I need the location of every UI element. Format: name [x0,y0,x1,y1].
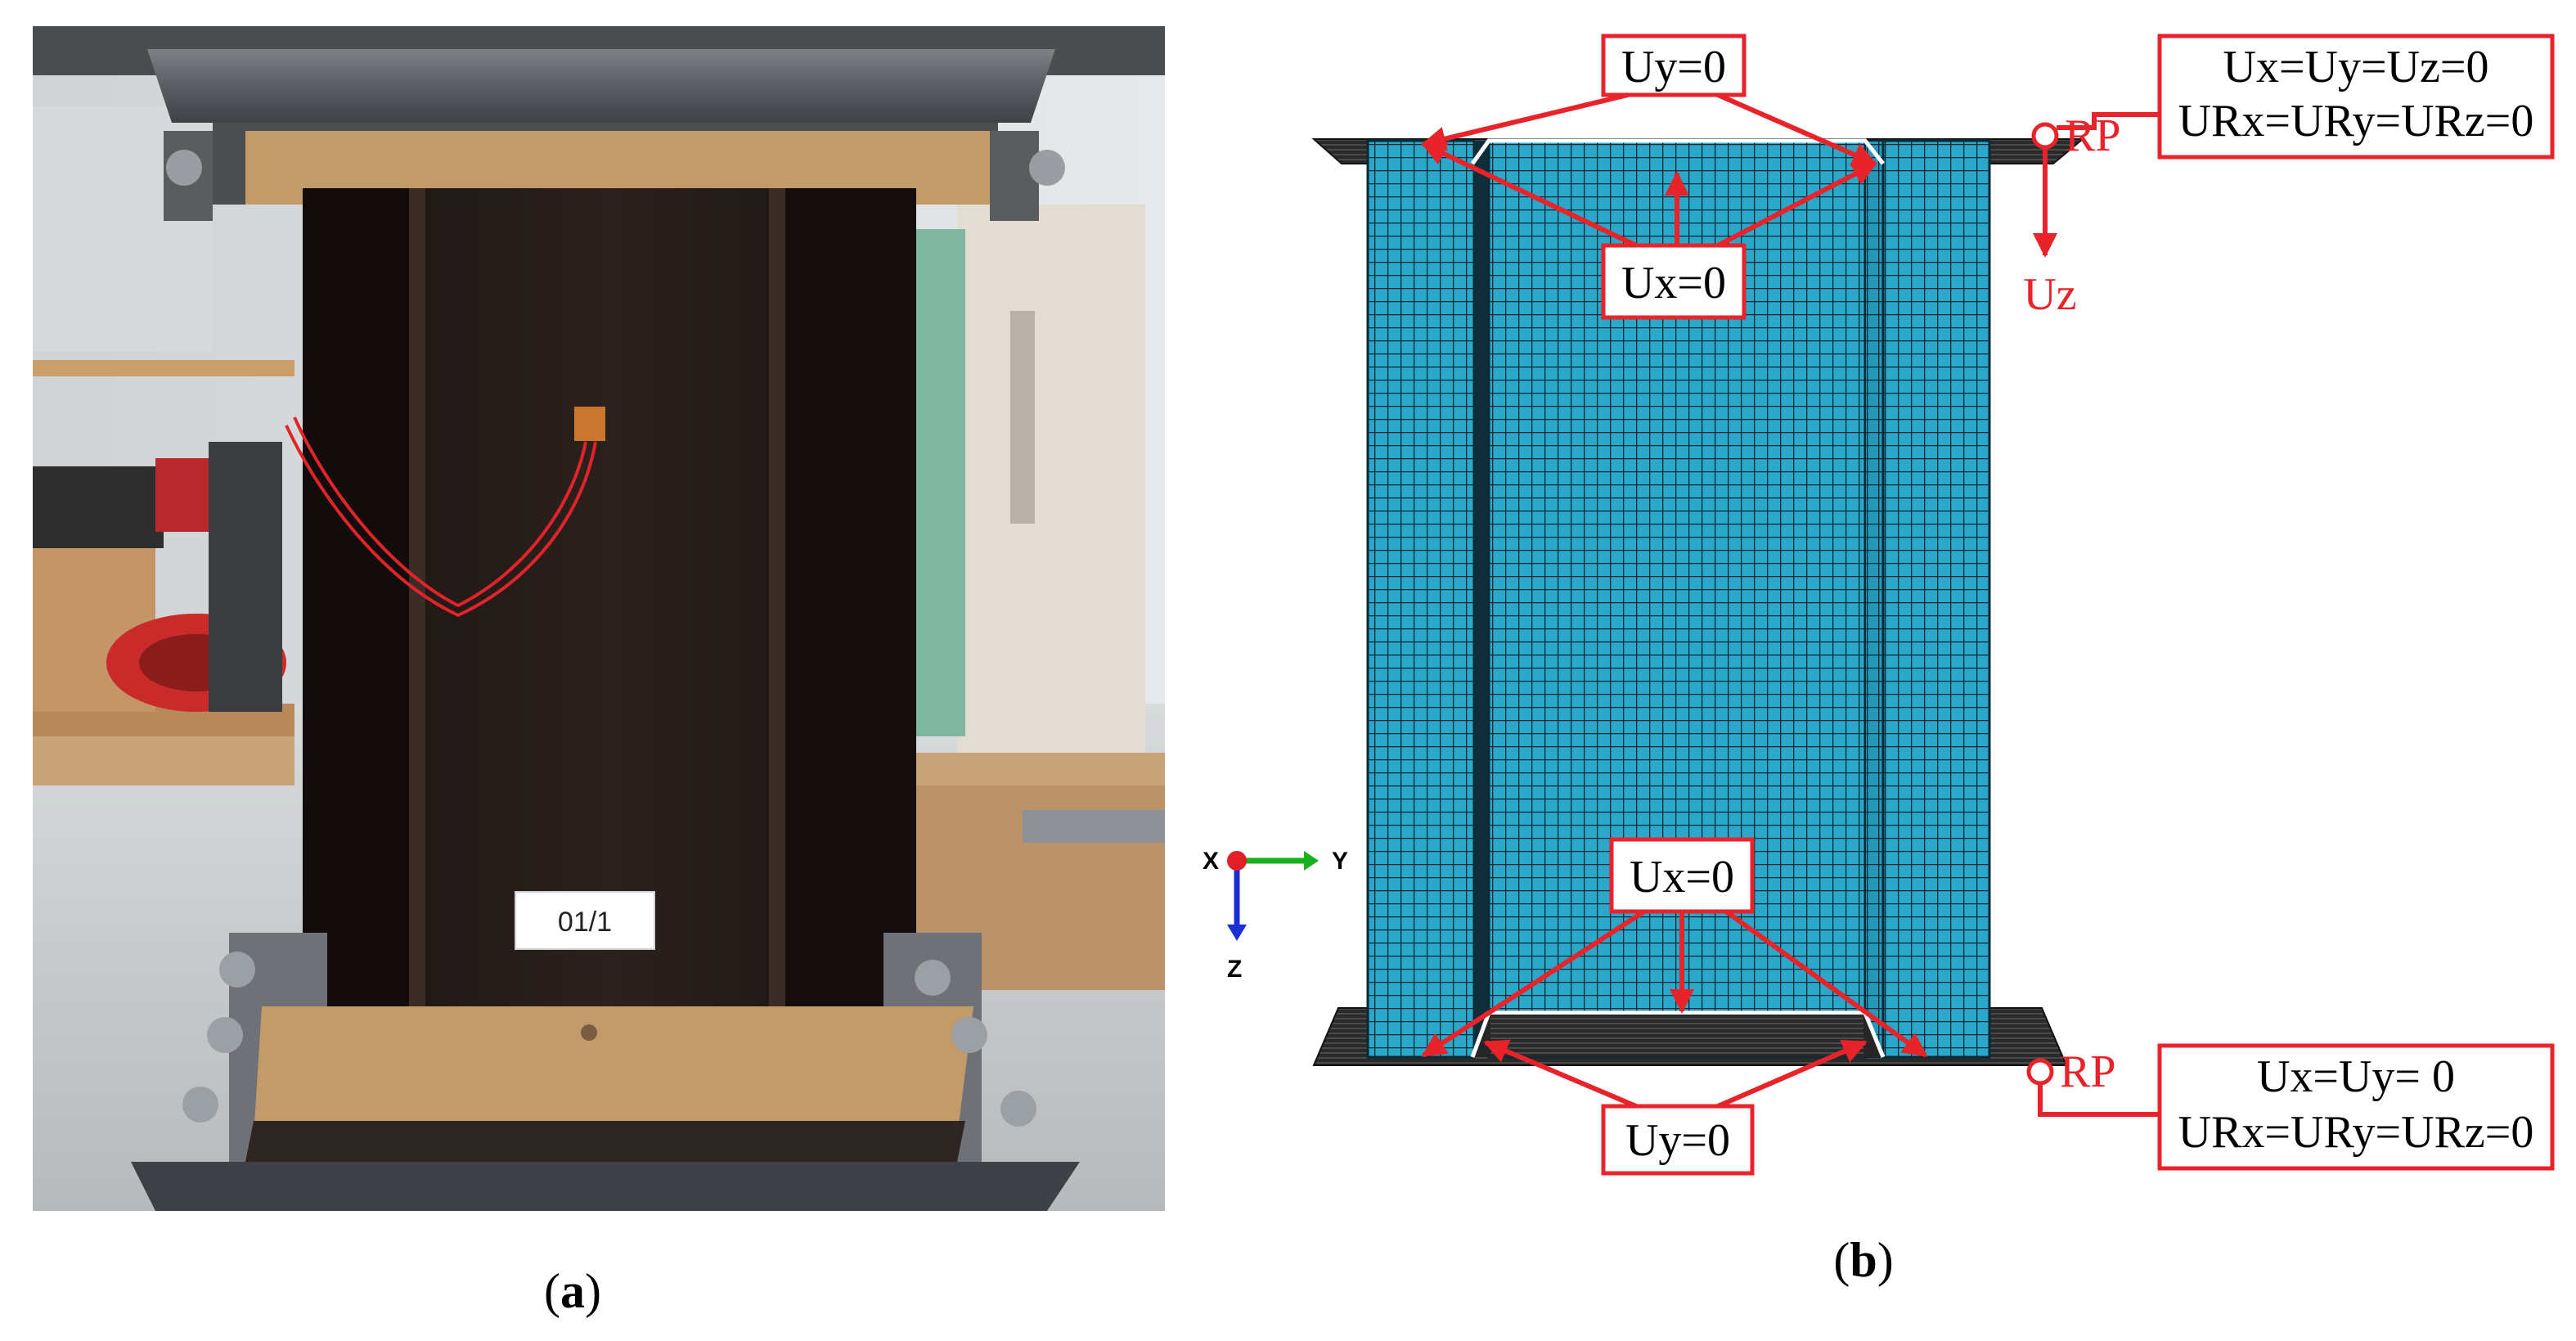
caption-b: (b) [1833,1233,1893,1287]
bottom-uy-box [1601,1104,1755,1176]
bottom-rp-box [2157,1043,2555,1171]
bottom-rp-label: RP [2060,1046,2116,1097]
bottom-uy-label: Uy=0 [1625,1115,1730,1166]
panel-a-photo: 01/1 [33,26,1165,1211]
specimen-label: 01/1 [558,907,612,938]
top-rp-box [2157,34,2555,160]
top-rp-marker [2031,122,2059,150]
caption-a: (a) [544,1264,601,1318]
top-rp-bc-line1: Ux=Uy=Uz=0 [2223,42,2489,92]
bottom-ux-box [1609,837,1755,914]
coordinate-triad: X Y Z [1203,848,1348,983]
bottom-rp-bc-line1: Ux=Uy= 0 [2257,1051,2455,1102]
press-lower-base [131,933,1080,1211]
top-uy-box [1601,34,1747,97]
triad-y-label: Y [1332,848,1348,875]
mesh-right-flange [1881,139,1991,1059]
bottom-uy-callout: Uy=0 [1483,1039,1868,1176]
specimen-channel: 01/1 [285,188,916,1088]
triad-x-label: X [1203,848,1219,875]
bottom-rp-marker [2026,1058,2054,1086]
strain-gauge [574,407,605,441]
specimen-label-card [515,891,655,950]
top-uy-label: Uy=0 [1621,42,1726,92]
top-rp-bc-line2: URx=URy=URz=0 [2178,96,2534,146]
bottom-ux-label: Ux=0 [1630,852,1734,902]
triad-x-axis [1227,851,1247,871]
top-reference-point: RP Uz Ux=Uy=Uz=0 URx=URy=URz=0 [2023,34,2555,320]
mesh-right-corner [1864,140,1884,1058]
mesh-left-flange [1366,139,1476,1059]
bottom-rp-bc-line2: URx=URy=URz=0 [2178,1107,2534,1158]
left-shelving [33,106,294,785]
load-direction-label: Uz [2023,269,2076,320]
lower-wood-plate [254,1006,973,1137]
top-uy-callout: Uy=0 [1421,34,1877,166]
top-ux-label: Ux=0 [1621,258,1726,308]
top-ux-callout: Ux=0 [1421,142,1877,320]
bottom-reference-point: RP Ux=Uy= 0 URx=URy=URz=0 [2026,1043,2555,1171]
panel-b-fe-model: Uy=0 Ux=0 RP Uz Ux=Uy=Uz=0 URx=URy=URz=0… [1203,34,2555,1176]
right-background [892,205,1165,990]
triad-z-label: Z [1227,956,1242,983]
mesh-left-edge [1474,141,1489,1057]
gauge-wire [293,416,587,608]
top-ux-box [1601,243,1747,320]
bottom-ux-callout: Ux=0 [1421,837,1928,1058]
